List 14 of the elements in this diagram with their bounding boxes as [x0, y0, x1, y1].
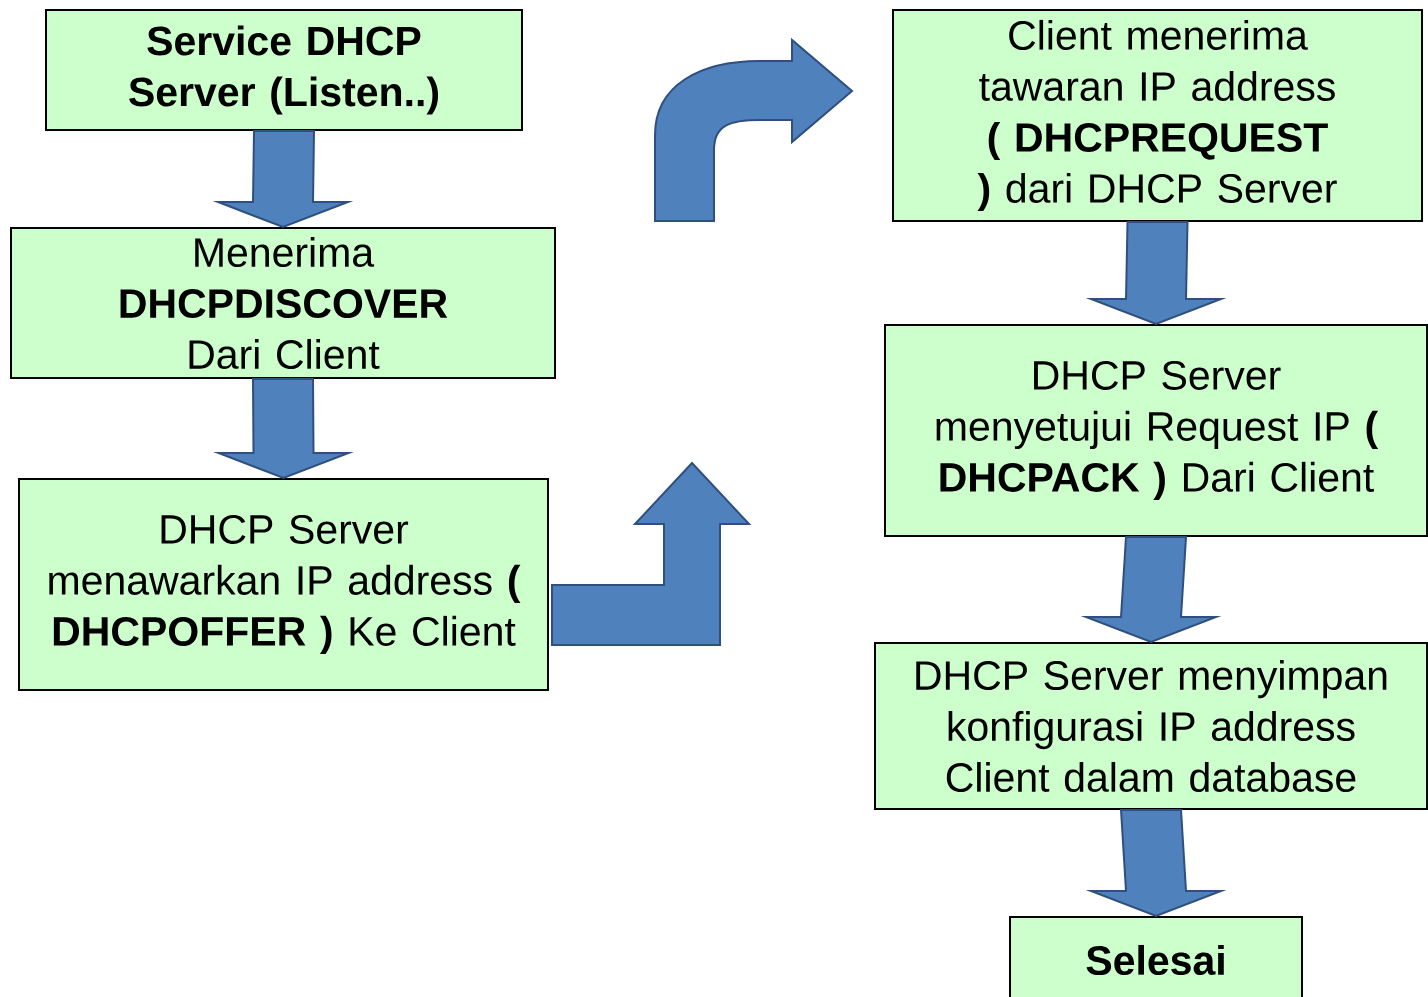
block-arrow — [213, 378, 354, 480]
process-box: Menerima DHCPDISCOVER Dari Client — [10, 227, 556, 379]
process-box: DHCP Server menyetujui Request IP ( DHCPACK ) Dari Client — [884, 324, 1428, 537]
process-box: DHCP Server menyimpan konfigurasi IP address Client dalam database — [874, 642, 1428, 810]
block-arrow — [1080, 536, 1222, 644]
process-box: DHCP Server menawarkan IP address ( DHCPOFFER ) Ke Client — [18, 478, 549, 691]
process-box: Selesai — [1009, 916, 1303, 997]
block-arrow — [654, 39, 853, 222]
block-arrow — [212, 130, 354, 229]
process-box: Client menerima tawaran IP address ( DHCPREQUEST ) dari DHCP Server — [892, 9, 1423, 222]
block-arrow — [1085, 221, 1227, 326]
block-arrow — [551, 461, 752, 646]
block-arrow — [1085, 809, 1227, 918]
process-box: Service DHCP Server (Listen..) — [45, 9, 523, 131]
